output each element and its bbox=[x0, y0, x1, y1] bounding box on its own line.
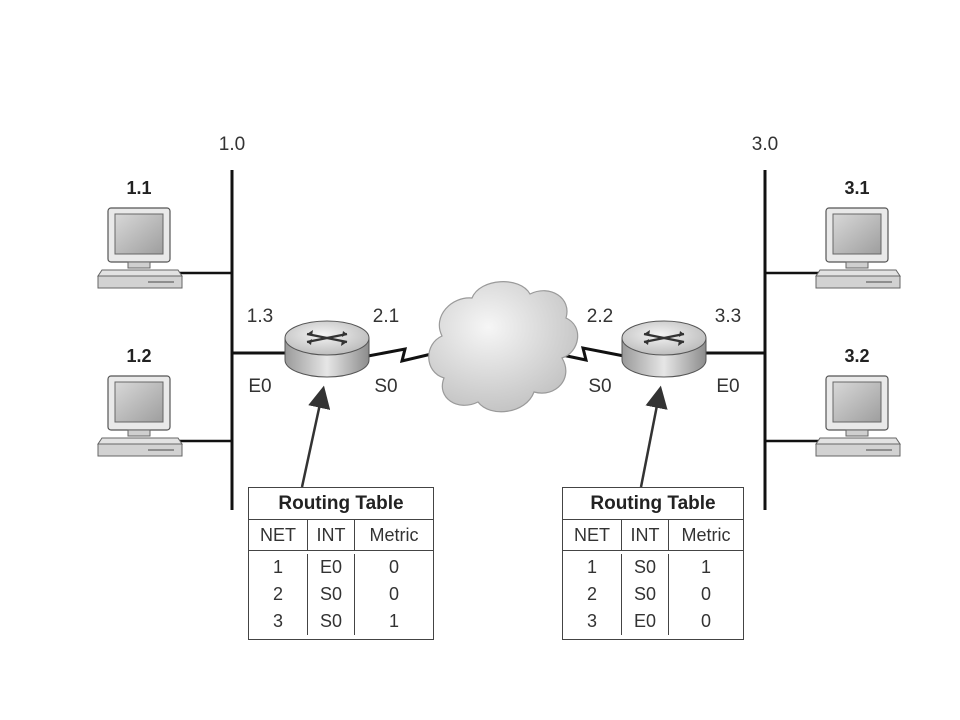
cell-int: E0 bbox=[621, 608, 668, 635]
table-row: 1 E0 0 bbox=[249, 554, 433, 581]
routing-table-right: Routing Table NET INT Metric 1 S0 1 2 S0… bbox=[562, 487, 744, 640]
routing-table-title: Routing Table bbox=[249, 488, 433, 520]
header-int: INT bbox=[307, 520, 354, 550]
header-net: NET bbox=[574, 525, 610, 545]
table-row: 3 E0 0 bbox=[563, 608, 743, 635]
cell-metric: 1 bbox=[668, 554, 743, 581]
table-row: 2 S0 0 bbox=[563, 581, 743, 608]
host-3-2-label: 3.2 bbox=[844, 346, 869, 366]
pc-h31-icon bbox=[815, 207, 901, 289]
router-a-serial-if: S0 bbox=[374, 376, 397, 397]
pc-h12-icon bbox=[97, 375, 183, 457]
table-row: 1 S0 1 bbox=[563, 554, 743, 581]
routing-table-left: Routing Table NET INT Metric 1 E0 0 2 S0… bbox=[248, 487, 434, 640]
header-net: NET bbox=[260, 525, 296, 545]
router-b-serial-if: S0 bbox=[588, 376, 611, 397]
table-row: 3 S0 1 bbox=[249, 608, 433, 635]
left-network-label: 1.0 bbox=[219, 134, 245, 155]
router-a-ethernet-if: E0 bbox=[248, 376, 271, 397]
cell-net: 3 bbox=[272, 611, 283, 631]
router-a-ethernet-ip: 1.3 bbox=[247, 306, 273, 327]
cell-metric: 0 bbox=[354, 554, 433, 581]
arrow-table-a bbox=[300, 385, 331, 488]
router-a-serial-ip: 2.1 bbox=[373, 306, 399, 327]
cell-net: 1 bbox=[272, 557, 283, 577]
cell-int: S0 bbox=[621, 554, 668, 581]
cell-int: S0 bbox=[307, 581, 354, 608]
header-metric: Metric bbox=[354, 520, 433, 550]
cell-net: 3 bbox=[586, 611, 597, 631]
pc-h11-icon bbox=[97, 207, 183, 289]
router-a-icon bbox=[284, 320, 370, 378]
header-metric: Metric bbox=[668, 520, 743, 550]
pc-h32-icon bbox=[815, 375, 901, 457]
host-1-1-label: 1.1 bbox=[126, 178, 151, 198]
cell-net: 1 bbox=[586, 557, 597, 577]
cell-metric: 0 bbox=[668, 608, 743, 635]
routing-table-header: NET INT Metric bbox=[563, 520, 743, 551]
cell-int: E0 bbox=[307, 554, 354, 581]
router-b-ethernet-if: E0 bbox=[716, 376, 739, 397]
router-b-icon bbox=[621, 320, 707, 378]
routing-table-title: Routing Table bbox=[563, 488, 743, 520]
right-network-label: 3.0 bbox=[752, 134, 778, 155]
cell-metric: 1 bbox=[354, 608, 433, 635]
cell-metric: 0 bbox=[668, 581, 743, 608]
cell-int: S0 bbox=[621, 581, 668, 608]
host-3-1-label: 3.1 bbox=[844, 178, 869, 198]
cell-metric: 0 bbox=[354, 581, 433, 608]
table-row: 2 S0 0 bbox=[249, 581, 433, 608]
router-b-serial-ip: 2.2 bbox=[587, 306, 613, 327]
router-b-ethernet-ip: 3.3 bbox=[715, 306, 741, 327]
routing-table-header: NET INT Metric bbox=[249, 520, 433, 551]
header-int: INT bbox=[621, 520, 668, 550]
arrow-table-b bbox=[639, 385, 668, 488]
wan-cloud-icon bbox=[428, 281, 579, 413]
cell-net: 2 bbox=[586, 584, 597, 604]
cell-int: S0 bbox=[307, 608, 354, 635]
serial-link-left bbox=[367, 347, 441, 364]
cell-net: 2 bbox=[272, 584, 283, 604]
host-1-2-label: 1.2 bbox=[126, 346, 151, 366]
